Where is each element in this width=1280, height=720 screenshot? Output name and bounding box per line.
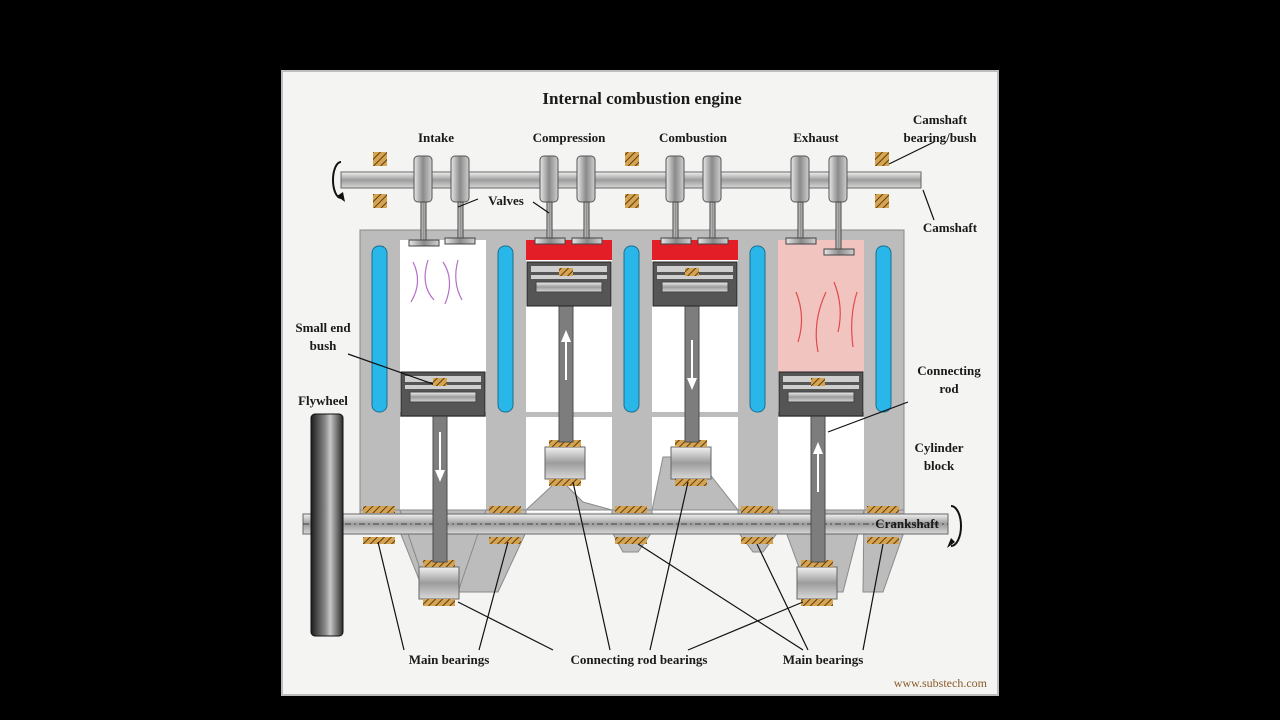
label-cylinder-block: Cylinder (914, 440, 963, 455)
piston (526, 261, 612, 307)
coolant-jacket (371, 245, 388, 413)
coolant-jacket (623, 245, 640, 413)
exhaust-flow-arrows (795, 281, 858, 353)
stroke-label-intake: Intake (418, 130, 454, 145)
rod-motion-arrows (435, 330, 823, 492)
label-cylinder-block-line2: block (924, 458, 955, 473)
intake-flow-arrows (410, 259, 463, 305)
label-crankshaft: Crankshaft (875, 516, 939, 531)
stroke-label-compression: Compression (533, 130, 606, 145)
connecting-rod-bearings (423, 440, 833, 606)
piston (778, 371, 864, 417)
engine-diagram: Internal combustion engine Intake Compre… (295, 89, 988, 690)
label-connecting-rod: Connecting (917, 363, 981, 378)
stroke-label-exhaust: Exhaust (793, 130, 839, 145)
label-flywheel: Flywheel (298, 393, 348, 408)
crankshaft (302, 446, 949, 600)
pistons (400, 261, 864, 417)
piston (400, 371, 486, 417)
camshaft (332, 152, 922, 208)
combustion-chamber (652, 240, 738, 260)
label-connecting-rod-line2: rod (939, 381, 959, 396)
label-connecting-rod-bearings: Connecting rod bearings (571, 652, 708, 667)
label-main-bearings-left: Main bearings (409, 652, 490, 667)
camshaft-bearings (373, 152, 889, 208)
valves (408, 201, 855, 256)
label-main-bearings-right: Main bearings (783, 652, 864, 667)
label-small-end-bush-line2: bush (310, 338, 338, 353)
camshaft-rotation-arrow (332, 161, 342, 199)
coolant-jacket (497, 245, 514, 413)
label-camshaft-bearing: Camshaft (913, 112, 968, 127)
diagram-title: Internal combustion engine (542, 89, 742, 108)
main-bearings (363, 506, 899, 544)
compression-chamber (526, 240, 612, 260)
label-small-end-bush: Small end (295, 320, 351, 335)
piston (652, 261, 738, 307)
watermark: www.substech.com (894, 676, 988, 690)
diagram-frame: Internal combustion engine Intake Compre… (281, 70, 999, 696)
coolant-jacket (875, 245, 892, 413)
coolant-jacket (749, 245, 766, 413)
label-camshaft-bearing-line2: bearing/bush (904, 130, 978, 145)
label-valves: Valves (488, 193, 524, 208)
crankshaft-rotation-arrow (950, 505, 962, 547)
flywheel (310, 413, 344, 637)
leader-lines (347, 141, 935, 651)
label-camshaft: Camshaft (923, 220, 978, 235)
stroke-label-combustion: Combustion (659, 130, 728, 145)
